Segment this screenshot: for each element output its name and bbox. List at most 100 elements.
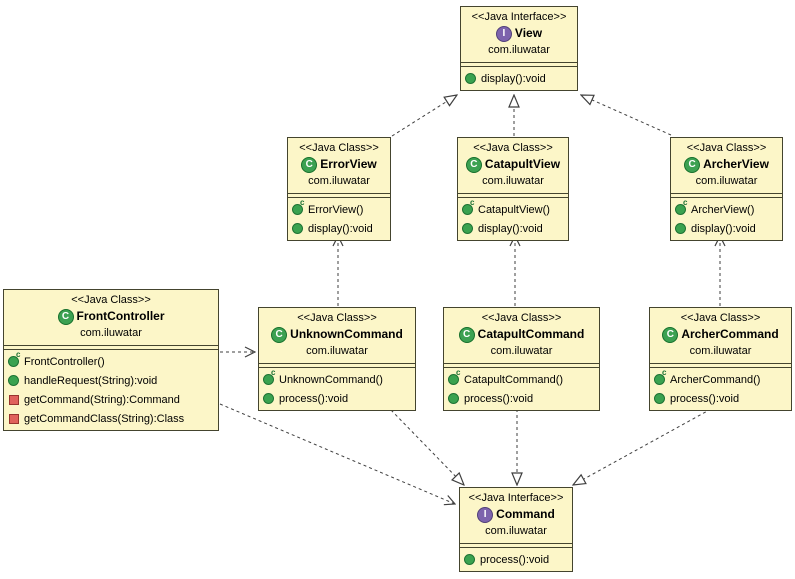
method-row[interactable]: c CatapultView() bbox=[458, 198, 568, 219]
package-label: com.iluwatar bbox=[308, 175, 370, 187]
edge-unknowncommand-implements-command-realization[interactable] bbox=[390, 409, 464, 485]
method-row[interactable]: display():void bbox=[671, 219, 782, 238]
attributes-compartment bbox=[4, 345, 218, 350]
method-label: ErrorView() bbox=[308, 203, 364, 216]
edge-frontcontroller-uses-command-dependency[interactable] bbox=[219, 403, 455, 504]
stereotype-label: <<Java Class>> bbox=[297, 312, 377, 324]
method-row[interactable]: display():void bbox=[288, 219, 390, 238]
edge-archerview-implements-view-realization[interactable] bbox=[581, 95, 672, 136]
method-label: FrontController() bbox=[24, 355, 105, 368]
method-constructor-icon: c bbox=[462, 198, 474, 215]
attributes-compartment bbox=[288, 193, 390, 198]
method-label: display():void bbox=[308, 222, 373, 235]
package-label: com.iluwatar bbox=[689, 345, 752, 357]
class-name: CatapultCommand bbox=[477, 327, 585, 341]
method-label: process():void bbox=[279, 392, 349, 405]
package-label: com.iluwatar bbox=[485, 525, 547, 537]
method-label: ArcherCommand() bbox=[670, 373, 761, 386]
method-constructor-icon: c bbox=[448, 368, 460, 385]
method-public-icon bbox=[292, 223, 303, 234]
method-row[interactable]: display():void bbox=[461, 69, 577, 88]
attributes-compartment bbox=[461, 62, 577, 67]
edge-archercommand-implements-command-realization[interactable] bbox=[573, 408, 712, 485]
class-name: Command bbox=[496, 507, 555, 521]
method-label: display():void bbox=[481, 72, 546, 85]
class-name: ArcherCommand bbox=[681, 327, 779, 341]
class-name: View bbox=[514, 26, 543, 40]
method-constructor-icon: c bbox=[675, 198, 687, 215]
package-label: com.iluwatar bbox=[695, 175, 758, 187]
method-public-icon bbox=[464, 554, 475, 565]
methods-compartment: display():void bbox=[461, 67, 577, 90]
method-row[interactable]: getCommand(String):Command bbox=[4, 390, 218, 409]
method-row[interactable]: process():void bbox=[259, 389, 415, 408]
edge-errorview-implements-view-realization[interactable] bbox=[391, 95, 457, 137]
class-icon: C bbox=[301, 156, 318, 173]
class-icon: C bbox=[465, 156, 482, 173]
method-row[interactable]: process():void bbox=[650, 389, 791, 408]
method-row[interactable]: handleRequest(String):void bbox=[4, 371, 218, 390]
method-row[interactable]: c ErrorView() bbox=[288, 198, 390, 219]
method-label: getCommand(String):Command bbox=[24, 393, 180, 406]
package-label: com.iluwatar bbox=[490, 345, 553, 357]
interface-icon: I bbox=[477, 506, 494, 523]
method-private-icon bbox=[8, 413, 19, 424]
method-label: process():void bbox=[670, 392, 740, 405]
stereotype-label: <<Java Interface>> bbox=[468, 492, 564, 504]
method-label: process():void bbox=[464, 392, 534, 405]
method-row[interactable]: process():void bbox=[460, 550, 572, 569]
method-public-icon bbox=[465, 73, 476, 84]
methods-compartment: c CatapultView() display():void bbox=[458, 198, 568, 240]
stereotype-label: <<Java Class>> bbox=[686, 142, 767, 154]
method-constructor-icon: c bbox=[292, 198, 304, 215]
methods-compartment: c ErrorView() display():void bbox=[288, 198, 390, 240]
attributes-compartment bbox=[650, 363, 791, 368]
class-name: UnknownCommand bbox=[290, 327, 403, 341]
method-row[interactable]: display():void bbox=[458, 219, 568, 238]
stereotype-label: <<Java Class>> bbox=[71, 294, 151, 306]
package-label: com.iluwatar bbox=[482, 175, 544, 187]
method-label: getCommandClass(String):Class bbox=[24, 412, 185, 425]
method-row[interactable]: getCommandClass(String):Class bbox=[4, 409, 218, 428]
stereotype-label: <<Java Class>> bbox=[680, 312, 761, 324]
method-label: handleRequest(String):void bbox=[24, 374, 158, 387]
method-public-icon bbox=[448, 393, 459, 404]
method-label: UnknownCommand() bbox=[279, 373, 383, 386]
interface-icon: I bbox=[495, 25, 512, 42]
method-public-icon bbox=[675, 223, 686, 234]
method-label: CatapultView() bbox=[478, 203, 550, 216]
attributes-compartment bbox=[444, 363, 599, 368]
class-icon: C bbox=[57, 308, 74, 325]
package-label: com.iluwatar bbox=[488, 44, 550, 56]
class-name: CatapultView bbox=[484, 157, 561, 171]
method-row[interactable]: process():void bbox=[444, 389, 599, 408]
method-public-icon bbox=[263, 393, 274, 404]
methods-compartment: process():void bbox=[460, 548, 572, 571]
class-icon: C bbox=[271, 326, 288, 343]
